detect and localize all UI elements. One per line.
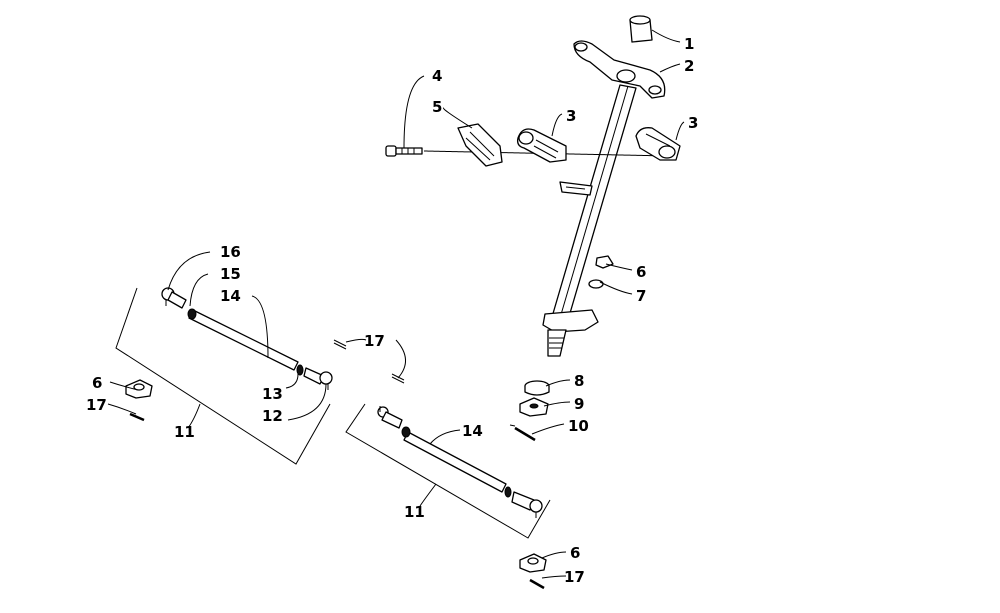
steering-clamp-left (516, 128, 567, 163)
callout-15: 15 (220, 265, 241, 283)
callout-3: 3 (688, 114, 698, 132)
washer-upper (588, 279, 604, 289)
callout-7: 7 (636, 287, 646, 305)
bolt (385, 145, 423, 157)
bushing-lower (524, 380, 550, 396)
callout-1: 1 (684, 35, 694, 53)
callout-14: 14 (462, 422, 483, 440)
callout-2: 2 (684, 57, 694, 75)
callout-6: 6 (570, 544, 580, 562)
nut-left (125, 379, 153, 399)
cotter-pin-lower (509, 424, 536, 442)
callout-3: 3 (566, 107, 576, 125)
callout-4: 4 (432, 67, 442, 85)
cotter-pin-a (333, 339, 347, 350)
callout-17: 17 (86, 396, 107, 414)
callout-17: 17 (564, 568, 585, 586)
steering-clamp-right (635, 127, 681, 161)
nut-lower (519, 397, 549, 417)
cotter-pin-left (129, 412, 145, 422)
callout-14: 14 (220, 287, 241, 305)
callout-labels: 1 2 3 3 4 5 6 6 6 7 8 9 10 11 11 12 13 1… (86, 35, 698, 586)
callout-10: 10 (568, 417, 589, 435)
callout-6: 6 (636, 263, 646, 281)
nut-upper (595, 255, 614, 269)
callout-5: 5 (432, 98, 442, 116)
tie-rod-left (115, 287, 333, 465)
steering-post (542, 84, 637, 357)
callout-6: 6 (92, 374, 102, 392)
callout-11: 11 (404, 503, 425, 521)
callout-12: 12 (262, 407, 283, 425)
callout-17: 17 (364, 332, 385, 350)
shim-plate (457, 123, 503, 167)
cotter-pin-bottom (529, 578, 545, 590)
leader-lines (107, 29, 685, 579)
top-steering-arm (573, 40, 666, 99)
callout-13: 13 (262, 385, 283, 403)
callout-9: 9 (574, 395, 584, 413)
tie-rod-right (345, 403, 551, 539)
callout-11: 11 (174, 423, 195, 441)
callout-8: 8 (574, 372, 584, 390)
nut-bottom (519, 553, 547, 573)
callout-16: 16 (220, 243, 241, 261)
cotter-pin-b (391, 373, 405, 384)
bushing (629, 15, 653, 43)
